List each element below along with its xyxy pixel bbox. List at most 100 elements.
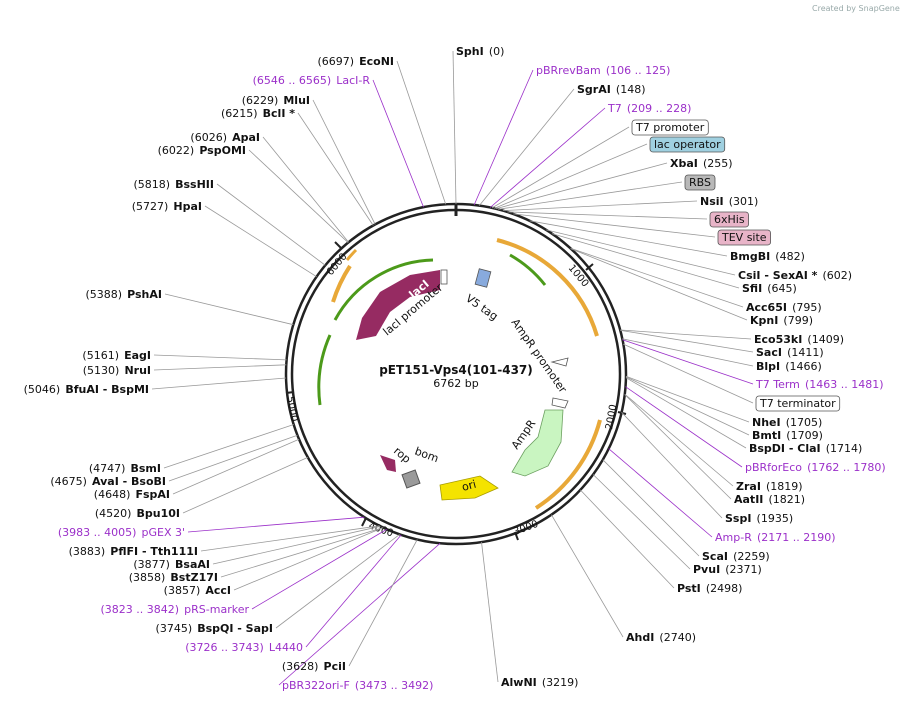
primer-site-label: pBRforEco (1762 .. 1780) [745, 456, 886, 475]
site-name: SfiI [742, 282, 762, 295]
leader-line [625, 375, 750, 423]
leader-line [372, 79, 424, 208]
restriction-site-label: KpnI (799) [750, 309, 813, 328]
restriction-site-label: (6229) MluI [242, 89, 310, 108]
site-position: (209 .. 228) [627, 102, 692, 115]
restriction-site-label: SphI (0) [456, 40, 504, 59]
restriction-site-label: (3883) PflFI - Tth111I [69, 540, 198, 559]
site-position: (5388) [85, 288, 122, 301]
feature-arc-orange [534, 419, 602, 510]
site-name: CsiI - SexAI * [738, 269, 818, 282]
site-position: (2259) [733, 550, 770, 563]
site-name: EagI [124, 349, 151, 362]
site-name: L4440 [269, 641, 303, 654]
feature-arc-green [509, 253, 547, 286]
site-position: (5727) [132, 200, 169, 213]
feature-tag-box [631, 119, 709, 136]
site-name: Acc65I [746, 301, 787, 314]
feature-tag-box [717, 229, 771, 246]
restriction-site-label: SspI (1935) [725, 507, 793, 526]
site-position: (3858) [129, 571, 166, 584]
site-position: (3219) [542, 676, 579, 689]
site-position: (3877) [133, 558, 170, 571]
rop-arrow [380, 455, 396, 472]
restriction-site-label: AatII (1821) [734, 488, 805, 507]
site-position: (6697) [317, 55, 354, 68]
leader-line [297, 112, 374, 226]
tick-mark [585, 263, 594, 271]
restriction-site-label: PstI (2498) [677, 577, 742, 596]
restriction-site-label: BmtI (1709) [752, 424, 823, 443]
site-name: ScaI [702, 550, 728, 563]
leader-line [452, 50, 457, 205]
site-position: (795) [792, 301, 822, 314]
feature-tag: lac operator [649, 136, 726, 153]
leader-line [622, 339, 754, 385]
plasmid-title: pET151-Vps4(101-437) [379, 363, 533, 377]
restriction-site-label: (3745) BspQI - SapI [156, 617, 273, 636]
site-name: pBRforEco [745, 461, 802, 474]
restriction-site-label: CsiI - SexAI * (602) [738, 264, 852, 283]
primer-site-label: (3726 .. 3743) L4440 [185, 636, 303, 655]
site-position: (6229) [242, 94, 279, 107]
site-position: (4520) [95, 507, 132, 520]
site-labels: SphI (0)pBRrevBam (106 .. 125)SgrAI (148… [24, 40, 886, 693]
primer-site-label: (3983 .. 4005) pGEX 3' [58, 521, 185, 540]
leader-line [153, 364, 287, 371]
restriction-site-label: (5130) NruI [83, 359, 151, 378]
restriction-site-label: Acc65I (795) [746, 296, 822, 315]
leader-line [513, 213, 716, 238]
leader-line [275, 534, 400, 629]
site-name: NheI [752, 416, 781, 429]
leader-line [216, 183, 326, 266]
leader-line [502, 200, 698, 211]
site-name: Bpu10I [137, 507, 181, 520]
tick-mark [514, 531, 519, 541]
leader-line [495, 162, 668, 210]
leader-line [262, 136, 349, 243]
lacI-promoter-box [440, 269, 448, 285]
site-name: PshAI [127, 288, 162, 301]
restriction-site-label: ZraI (1819) [736, 475, 803, 494]
site-name: BstZ17I [170, 571, 218, 584]
site-name: SphI [456, 45, 484, 58]
site-name: BlpI [756, 360, 780, 373]
restriction-site-label: (6022) PspOMI [158, 139, 246, 158]
site-name: T7 [607, 102, 622, 115]
site-name: KpnI [750, 314, 778, 327]
site-position: (5130) [83, 364, 120, 377]
site-position: (3857) [164, 584, 201, 597]
leader-line [529, 220, 728, 257]
restriction-site-label: (6697) EcoNI [317, 50, 394, 69]
site-position: (3745) [156, 622, 193, 635]
leader-line [204, 205, 317, 278]
site-name: pBR322ori-F [282, 679, 350, 692]
site-position: (4747) [89, 462, 126, 475]
primer-site-label: pBR322ori-F (3473 .. 3492) [282, 674, 433, 693]
site-position: (5161) [82, 349, 119, 362]
site-name: Eco53kI [754, 333, 802, 346]
leader-line [481, 542, 499, 683]
feature-tag-label: T7 terminator [759, 397, 836, 410]
restriction-site-label: (3858) BstZ17I [129, 566, 218, 585]
site-name: SgrAI [577, 83, 611, 96]
site-name: PspOMI [199, 144, 246, 157]
primer-site-label: T7 (209 .. 228) [607, 97, 691, 116]
leader-line [580, 489, 675, 589]
restriction-site-label: AlwNI (3219) [501, 671, 578, 690]
feature-tag-label: lac operator [654, 138, 721, 151]
feature-tag-label: 6xHis [714, 213, 745, 226]
leader-line [624, 393, 734, 487]
tick-label-3000: 3000 [512, 519, 540, 538]
leader-line [164, 293, 294, 326]
site-position: (1709) [786, 429, 823, 442]
feature-tag-box [709, 211, 749, 228]
leader-line [491, 126, 630, 209]
leader-line [233, 527, 384, 591]
restriction-site-label: PvuI (2371) [693, 558, 762, 577]
site-position: (1411) [787, 346, 824, 359]
site-position: (1409) [807, 333, 844, 346]
site-position: (148) [616, 83, 646, 96]
leader-line [212, 525, 381, 565]
tick-mark [285, 391, 295, 394]
